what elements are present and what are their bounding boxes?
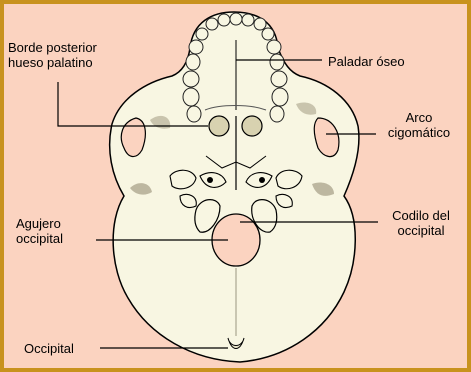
label-borde-posterior: Borde posterior hueso palatino (8, 40, 97, 70)
label-arco-cigomatico: Arco cigomático (378, 110, 460, 140)
choana-right (242, 116, 262, 136)
label-occipital: Occipital (24, 341, 74, 356)
choana-left (209, 116, 229, 136)
label-codilo-occipital: Codilo del occipital (380, 208, 462, 238)
label-agujero-occipital: Agujero occipital (16, 216, 63, 246)
label-borde-posterior-text: Borde posterior hueso palatino (8, 40, 97, 70)
label-paladar-oseo: Paladar óseo (328, 54, 405, 69)
